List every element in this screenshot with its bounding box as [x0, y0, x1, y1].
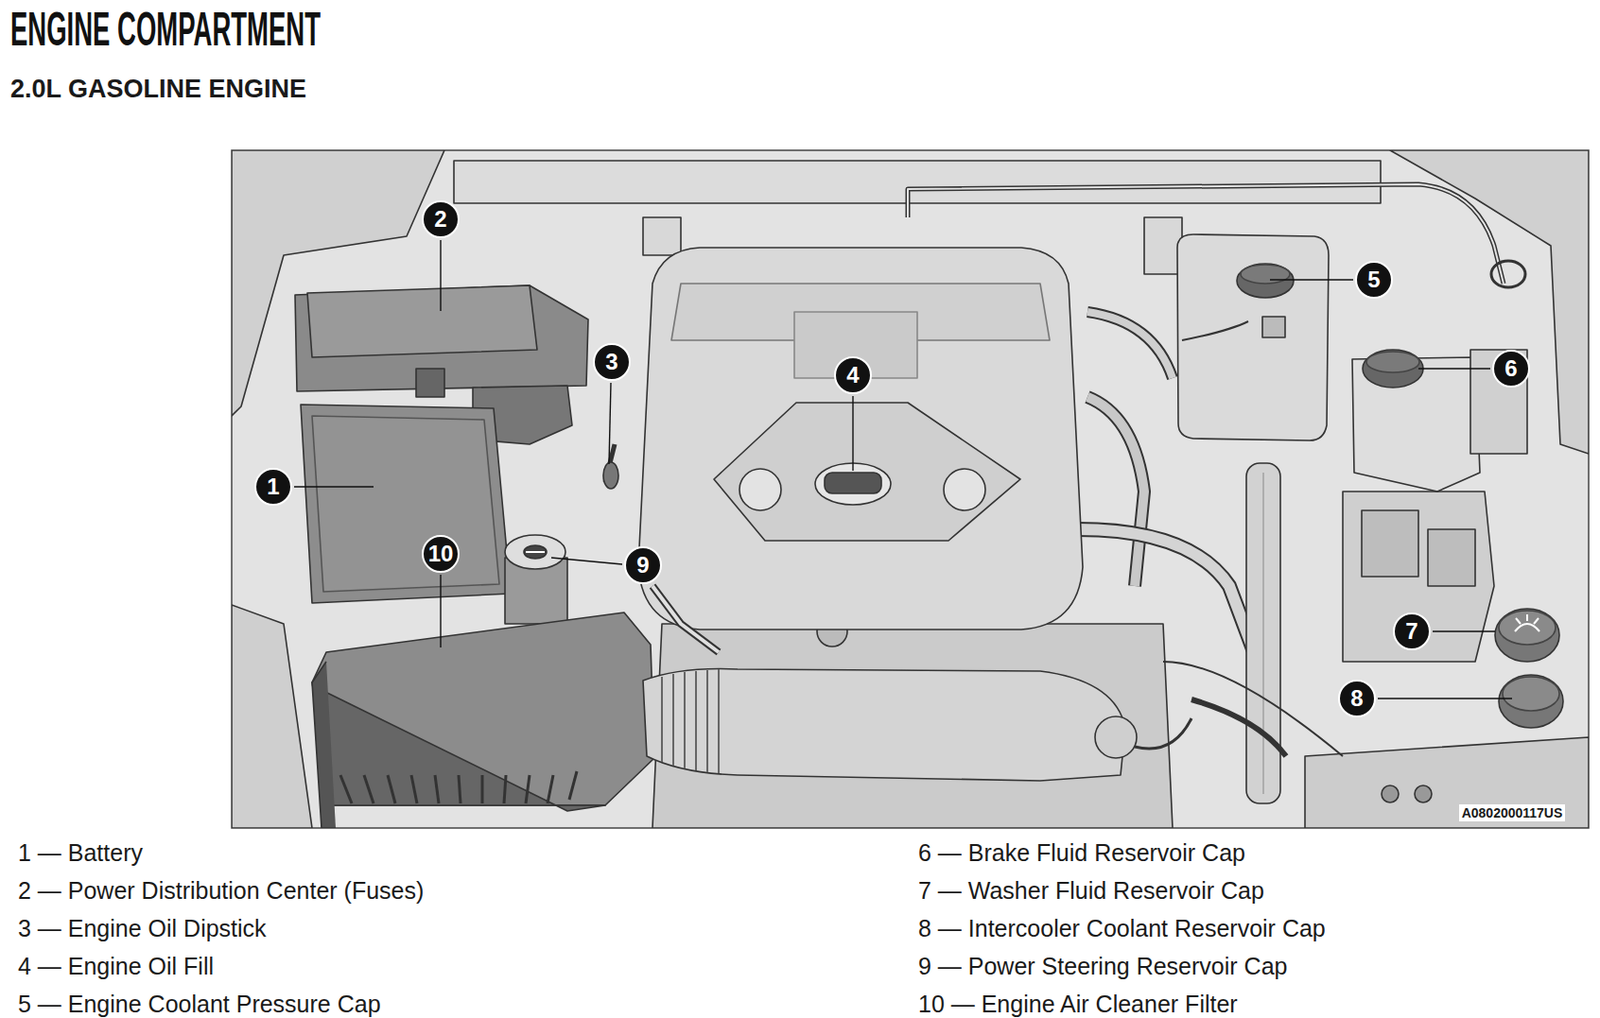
callout-number: 7	[1392, 612, 1431, 651]
legend-item: 2 — Power Distribution Center (Fuses)	[17, 876, 424, 905]
legend-item: 6 — Brake Fluid Reservoir Cap	[918, 838, 1246, 868]
callout-text: 5	[1367, 268, 1380, 292]
legend-item: 3 — Engine Oil Dipstick	[17, 914, 267, 943]
callout-number: 2	[421, 200, 460, 239]
figure-code: A0802000117US	[1459, 804, 1566, 823]
callout-text: 8	[1350, 687, 1363, 711]
callout-number: 9	[624, 546, 662, 585]
callout-text: 9	[636, 554, 649, 577]
legend-item: 7 — Washer Fluid Reservoir Cap	[918, 876, 1265, 905]
callout-text: 10	[428, 542, 454, 566]
legend-item: 4 — Engine Oil Fill	[17, 952, 214, 981]
callout-text: 2	[434, 208, 447, 231]
callout-number: 1	[254, 468, 293, 506]
legend-item: 10 — Engine Air Cleaner Filter	[918, 990, 1238, 1018]
callout-number: 3	[592, 343, 631, 382]
callout-text: 1	[266, 475, 279, 499]
callout-text: 4	[846, 364, 859, 387]
callout-number: 10	[421, 535, 460, 574]
legend-item: 8 — Intercooler Coolant Reservoir Cap	[918, 914, 1326, 943]
legend-item: 5 — Engine Coolant Pressure Cap	[17, 990, 382, 1018]
callout-number: 6	[1492, 349, 1531, 388]
callout-text: 6	[1504, 357, 1517, 381]
callout-number: 5	[1355, 260, 1393, 299]
callout-number: 8	[1338, 679, 1376, 718]
legend-item: 9 — Power Steering Reservoir Cap	[918, 952, 1287, 981]
page-title: ENGINE COMPARTMENT	[10, 3, 321, 56]
subtitle: 2.0L GASOLINE ENGINE	[10, 73, 307, 105]
callout-text: 3	[605, 350, 618, 374]
legend-item: 1 — Battery	[17, 838, 143, 868]
callout-text: 7	[1405, 620, 1418, 644]
callout-number: 4	[834, 356, 872, 395]
